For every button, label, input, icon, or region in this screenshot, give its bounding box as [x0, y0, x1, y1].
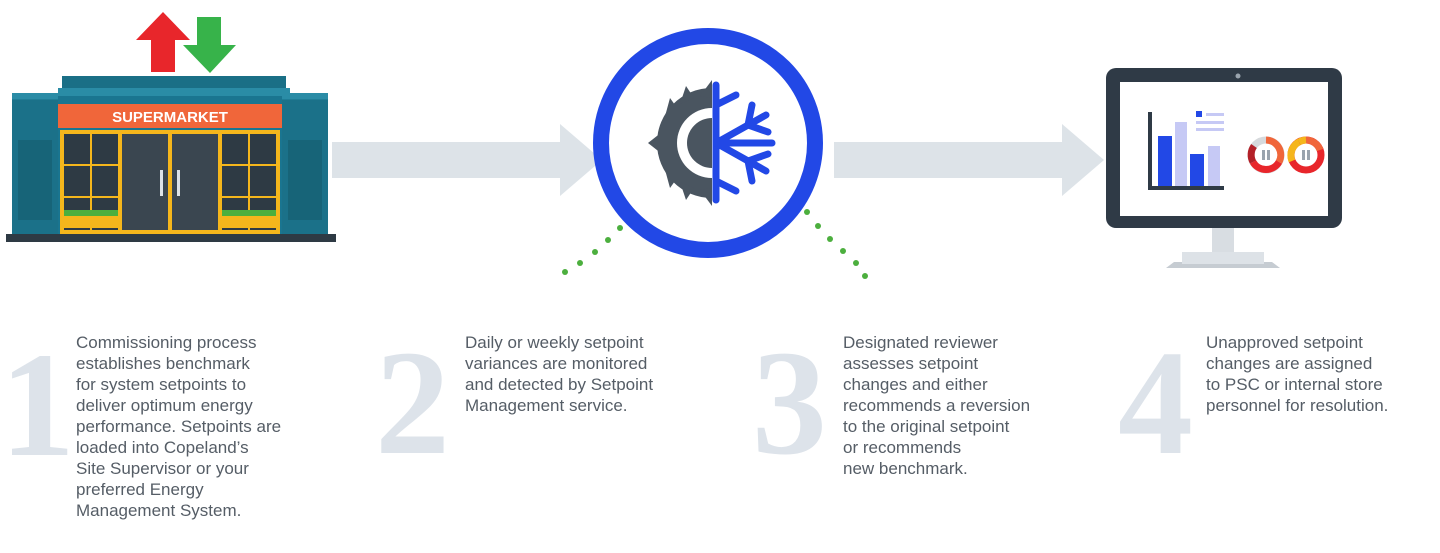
donut-chart-icon: [1247, 136, 1285, 174]
supermarket-icon: SUPERMARKET: [0, 0, 340, 250]
step-4-number: 4: [1118, 320, 1193, 486]
flow-arrow-1: [332, 124, 602, 196]
donut-chart-icon: [1287, 136, 1325, 174]
down-arrow-icon: [183, 17, 236, 73]
store-sign: [58, 104, 282, 128]
step-1-number: 1: [0, 322, 75, 488]
step-1-text: Commissioning process establishes benchm…: [76, 333, 282, 520]
monitor-dashboard-icon: [1104, 66, 1344, 270]
step-2-number: 2: [375, 320, 450, 486]
up-arrow-icon: [136, 12, 190, 72]
sun-snowflake-icon: [540, 0, 880, 300]
store-sign-label: SUPERMARKET: [112, 109, 228, 126]
step-3-text: Designated reviewer assesses setpoint ch…: [843, 333, 1031, 478]
step-4-text: Unapproved setpoint changes are assigned…: [1206, 333, 1389, 415]
step-3-number: 3: [752, 320, 827, 486]
flow-arrow-2: [834, 124, 1104, 196]
bar-chart-icon: [1148, 111, 1224, 190]
step-2-text: Daily or weekly setpoint variances are m…: [465, 333, 654, 415]
